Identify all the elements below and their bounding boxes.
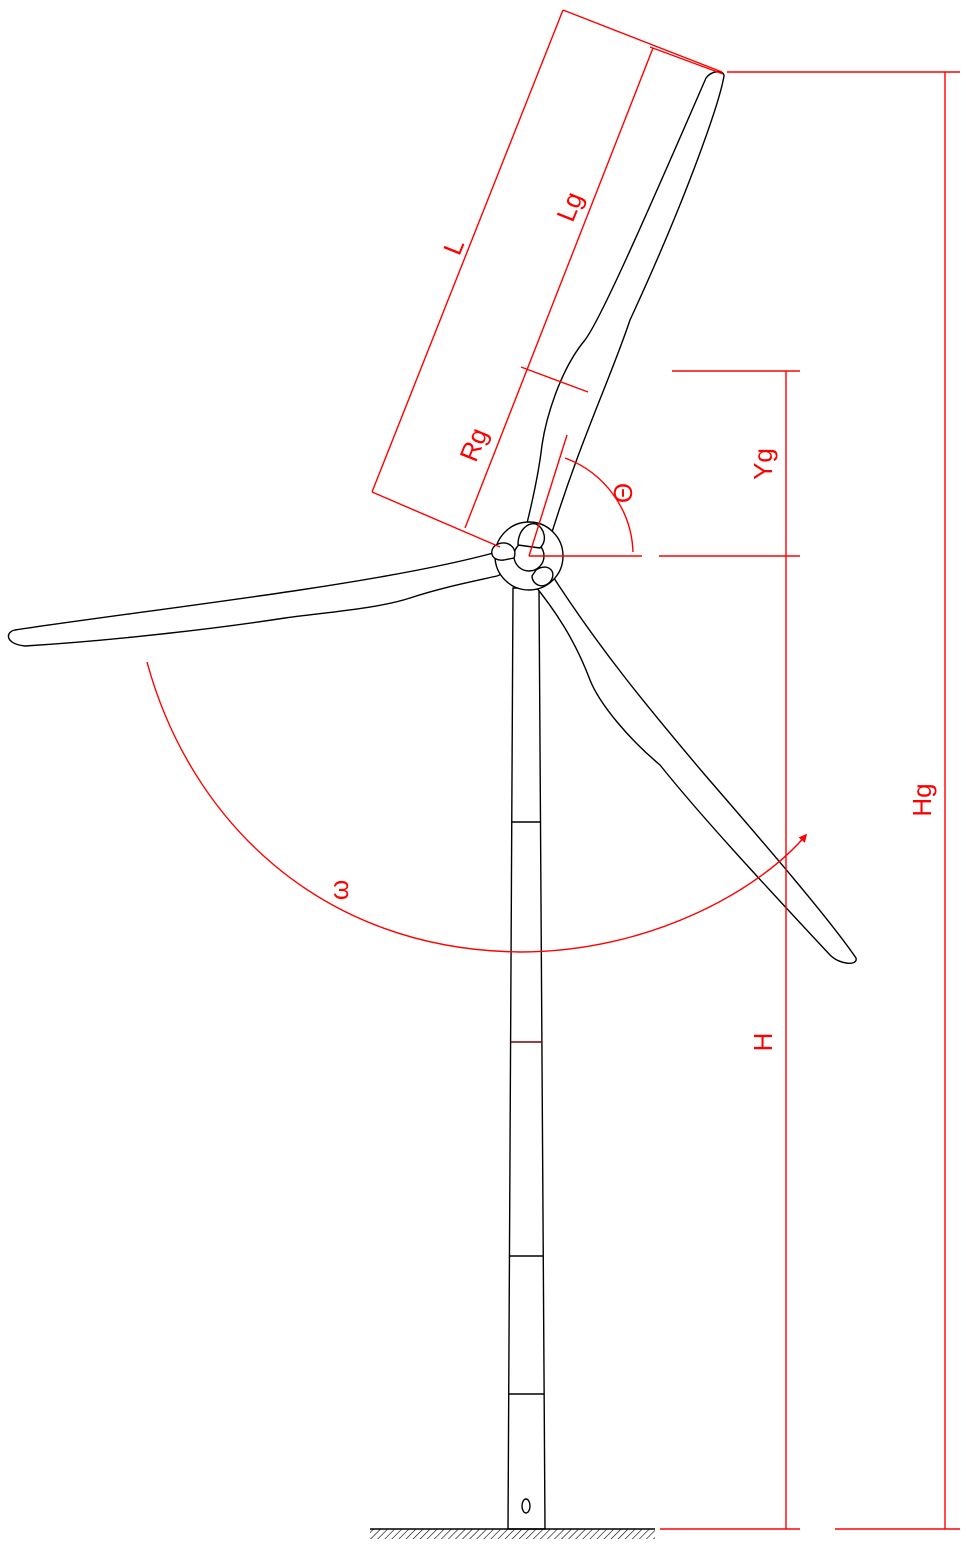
tower-door — [521, 1498, 531, 1514]
theta-label: Θ — [608, 483, 638, 503]
angle-theta: Θ — [528, 434, 642, 557]
dimension-Yg: Yg — [659, 370, 800, 557]
blade-root-left — [491, 542, 516, 561]
Lg-tick-top — [649, 46, 724, 75]
L-label: L — [437, 234, 470, 259]
L-extension-bottom — [371, 491, 501, 548]
Hg-label: Hg — [907, 783, 937, 816]
right-blade — [531, 566, 857, 964]
Yg-label: Yg — [748, 448, 778, 480]
Lg-Rg-tick-middle — [520, 366, 589, 393]
omega-arc — [146, 661, 808, 953]
ground — [370, 1528, 655, 1539]
left-blade — [7, 551, 509, 647]
tower — [507, 587, 546, 1530]
ground-hatch — [370, 1529, 655, 1539]
L-dimension-line — [371, 9, 564, 493]
dimension-Hg: Hg — [727, 71, 960, 1530]
tower-outline — [507, 587, 546, 1530]
dimension-H: H — [660, 556, 800, 1530]
dimension-Lg-Rg: Lg Rg — [454, 46, 724, 529]
theta-arc — [564, 457, 634, 553]
blade-root-right — [531, 566, 554, 587]
Lg-Rg-dimension-line — [464, 47, 654, 529]
omega-label: ω — [324, 880, 354, 900]
Rg-label: Rg — [454, 424, 494, 466]
Lg-label: Lg — [550, 188, 589, 226]
theta-reference-line — [528, 434, 568, 557]
H-label: H — [748, 1033, 778, 1052]
L-extension-top — [562, 9, 723, 73]
rotation-omega: ω — [146, 661, 808, 953]
